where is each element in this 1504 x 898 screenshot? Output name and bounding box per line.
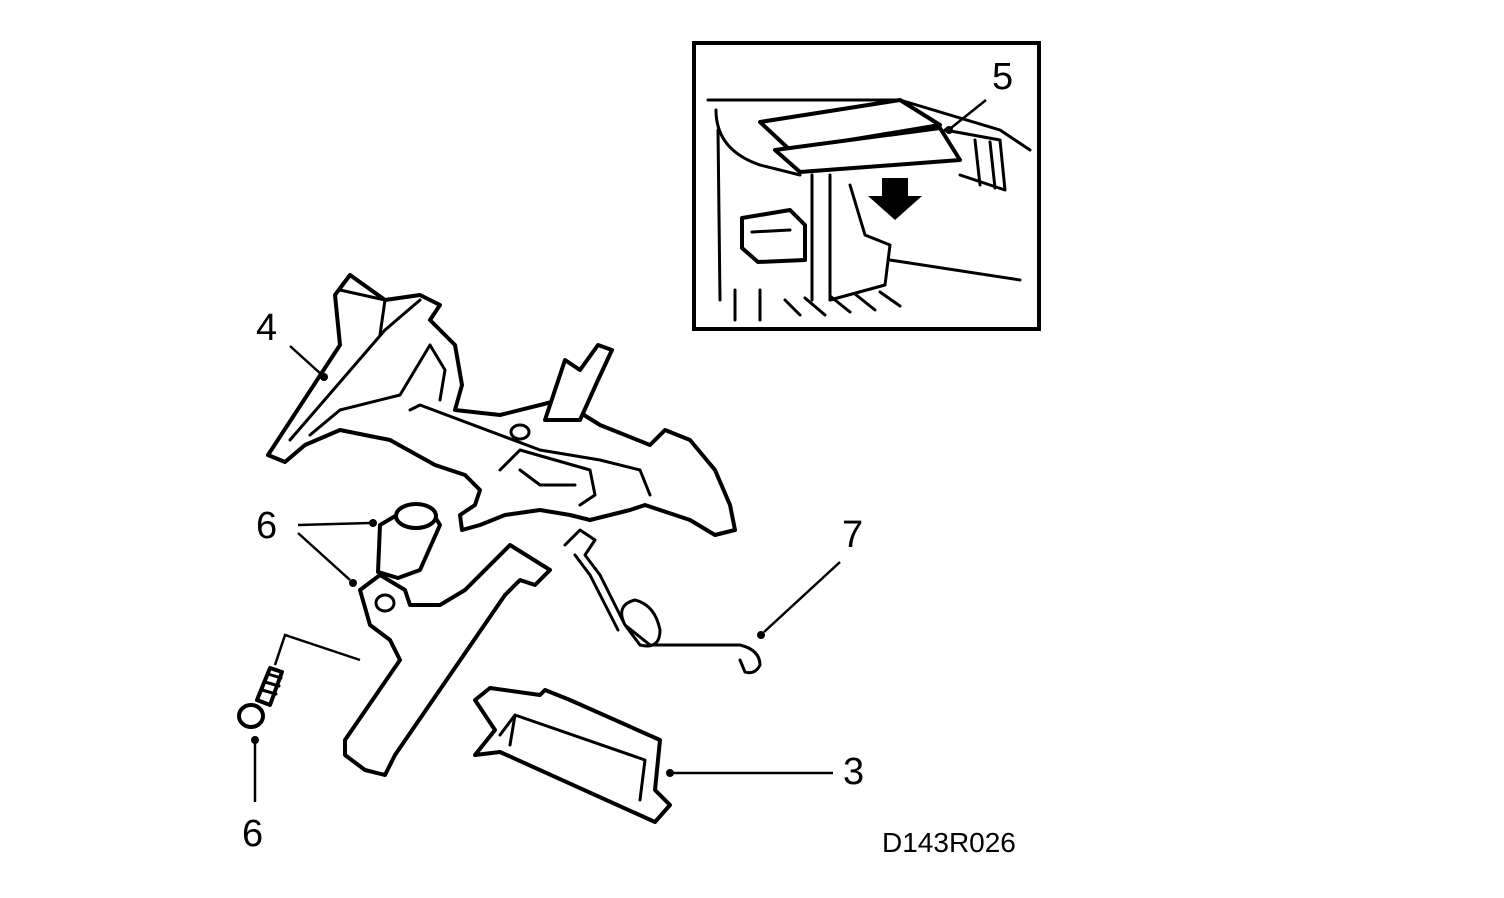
screw [237, 633, 361, 729]
callout-6-upper: 6 [256, 505, 277, 547]
spacer [376, 502, 442, 580]
spring-part-7 [563, 528, 762, 675]
inset-frame [692, 41, 1041, 331]
bracket-part-4 [266, 273, 737, 537]
callout-3: 3 [843, 751, 864, 793]
down-arrow-icon [868, 178, 922, 220]
leader-lines [251, 99, 987, 802]
callout-7: 7 [842, 514, 863, 556]
inset-detail [692, 41, 1041, 331]
callout-4: 4 [256, 307, 277, 349]
callout-6-lower: 6 [242, 813, 263, 855]
callout-5: 5 [992, 56, 1013, 98]
lever-part-6 [343, 502, 552, 777]
drawing-code: D143R026 [882, 827, 1016, 858]
cover-part-3 [473, 686, 672, 824]
